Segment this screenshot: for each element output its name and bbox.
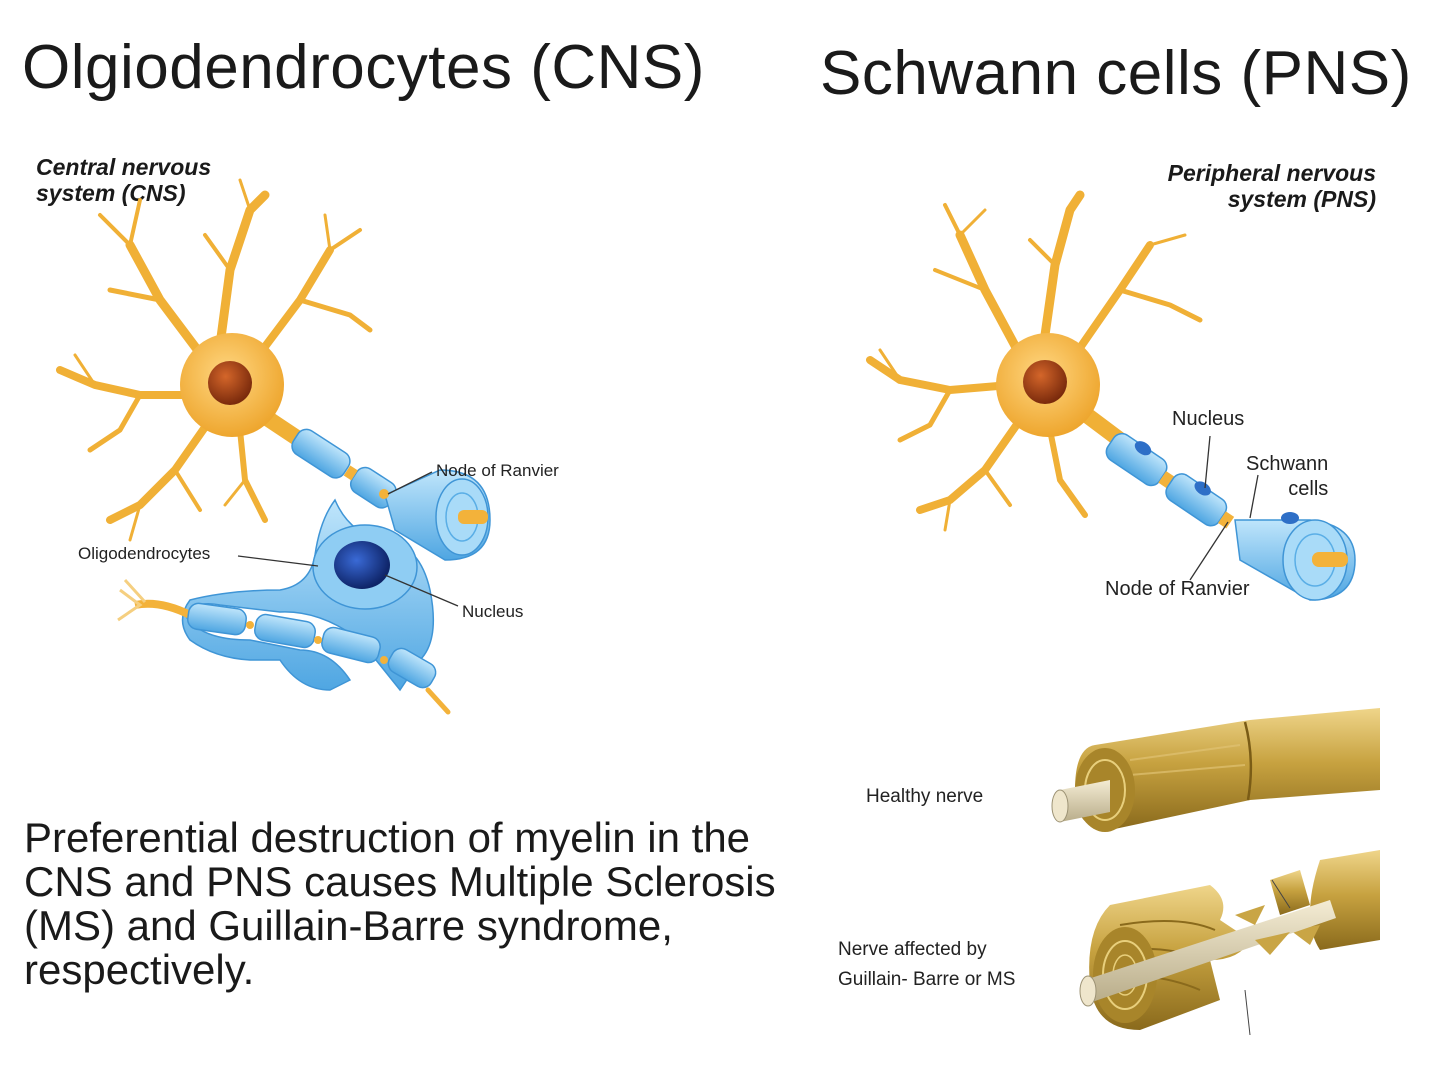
- cns-neuron: [56, 178, 491, 715]
- pns-schwann-label-line-2: cells: [1288, 478, 1329, 500]
- affected-nerve-label-line-1: Nerve affected by: [838, 939, 987, 960]
- right-title: Schwann cells (PNS): [820, 39, 1412, 108]
- damaged-nerve-illustration: [1079, 850, 1380, 1036]
- cns-nucleus-label: Nucleus: [462, 602, 524, 621]
- pns-myelin-end: [1234, 512, 1356, 601]
- cns-upper-myelin: [291, 428, 491, 561]
- affected-nerve-label-line-2: Guillain- Barre or MS: [838, 969, 1016, 990]
- cns-leader-lines: [237, 471, 459, 607]
- cns-caption-line-1: Central nervous: [36, 154, 212, 180]
- cns-lower-myelin: [117, 578, 451, 715]
- pns-node-label: Node of Ranvier: [1105, 578, 1250, 600]
- pns-caption-line-1: Peripheral nervous: [1167, 160, 1376, 186]
- cns-node-label: Node of Ranvier: [436, 461, 559, 480]
- pns-leader-lines: [1189, 435, 1259, 581]
- left-title: Olgiodendrocytes (CNS): [22, 33, 705, 102]
- pns-myelin-segments: [1105, 432, 1235, 529]
- healthy-nerve-illustration: [1051, 708, 1380, 832]
- cns-neuron-nucleus: [208, 361, 252, 405]
- pns-dendrites: [866, 190, 1203, 532]
- cns-dendrites: [56, 178, 373, 542]
- pns-caption-line-2: system (PNS): [1227, 186, 1376, 212]
- cns-oligodendrocytes-label: Oligodendrocytes: [78, 544, 211, 563]
- cns-caption: Central nervous system (CNS): [36, 154, 211, 206]
- pns-schwann-label-line-1: Schwann: [1246, 453, 1329, 475]
- affected-nerve-label: Nerve affected by Guillain- Barre or MS: [838, 935, 1015, 995]
- healthy-nerve-label: Healthy nerve: [866, 786, 984, 807]
- pns-schwann-label: Schwann cells: [1246, 452, 1328, 502]
- summary-statement: Preferential destruction of myelin in th…: [24, 814, 776, 993]
- pns-nucleus-label: Nucleus: [1172, 408, 1245, 430]
- cns-caption-line-2: system (CNS): [36, 180, 186, 206]
- pns-neuron-nucleus: [1023, 360, 1067, 404]
- pns-caption: Peripheral nervous system (PNS): [1168, 160, 1376, 212]
- pns-neuron: [866, 190, 1356, 601]
